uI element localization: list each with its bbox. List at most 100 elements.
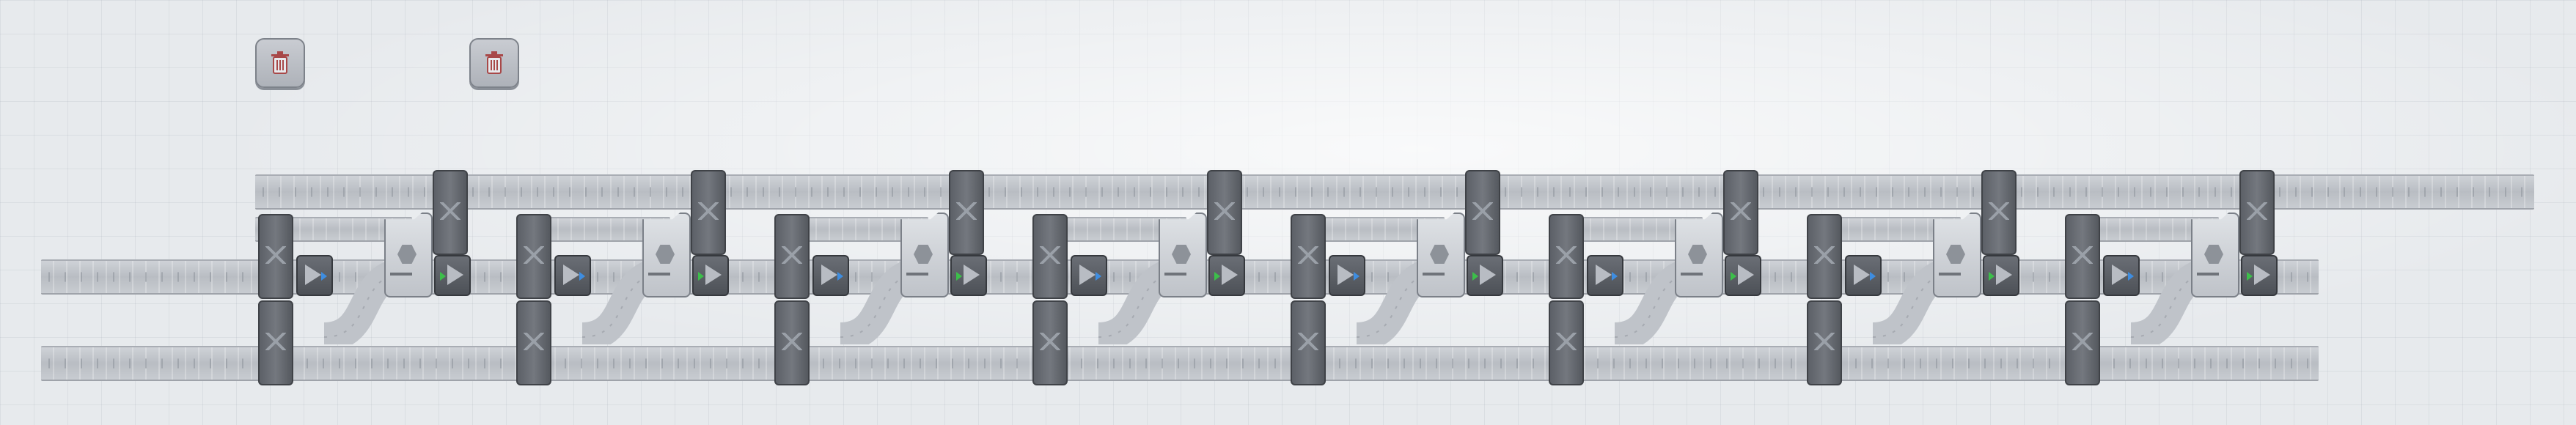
mover-blue[interactable] bbox=[1587, 255, 1623, 296]
arrow-icon bbox=[1354, 272, 1359, 281]
arrow-icon bbox=[1222, 265, 1238, 285]
crossing-pillar[interactable] bbox=[1291, 300, 1326, 385]
arrow-icon bbox=[1854, 265, 1870, 285]
mover-green[interactable] bbox=[950, 255, 987, 296]
trash-icon bbox=[485, 51, 503, 74]
pipe bbox=[1423, 273, 1445, 276]
trash-button-1[interactable] bbox=[255, 38, 305, 88]
crossing-pillar[interactable] bbox=[1807, 214, 1842, 299]
crossing-pillar[interactable] bbox=[1549, 300, 1584, 385]
processor-machine[interactable] bbox=[900, 212, 949, 298]
arrow-icon bbox=[2254, 265, 2270, 285]
mover-blue[interactable] bbox=[296, 255, 333, 296]
arrow-icon bbox=[447, 265, 463, 285]
crossing-pillar[interactable] bbox=[1465, 170, 1500, 255]
top-belt[interactable] bbox=[255, 174, 2534, 210]
arrow-icon bbox=[1472, 272, 1478, 281]
pipe bbox=[906, 273, 928, 276]
processor-machine[interactable] bbox=[384, 212, 433, 298]
arrow-icon bbox=[440, 272, 446, 281]
mover-blue[interactable] bbox=[1071, 255, 1107, 296]
crossing-pillar[interactable] bbox=[1981, 170, 2017, 255]
hexagon-icon bbox=[2204, 245, 2223, 264]
processor-machine[interactable] bbox=[1417, 212, 1465, 298]
pipe bbox=[2197, 273, 2219, 276]
crossing-pillar[interactable] bbox=[1032, 300, 1068, 385]
pipe bbox=[1164, 273, 1186, 276]
crossing-pillar[interactable] bbox=[258, 214, 293, 299]
pipe bbox=[1939, 273, 1961, 276]
arrow-icon bbox=[1596, 265, 1612, 285]
hexagon-icon bbox=[1172, 245, 1191, 264]
crossing-pillar[interactable] bbox=[691, 170, 726, 255]
processor-machine[interactable] bbox=[642, 212, 691, 298]
mover-green[interactable] bbox=[434, 255, 471, 296]
hexagon-icon bbox=[397, 245, 417, 264]
arrow-icon bbox=[1214, 272, 1220, 281]
processor-machine[interactable] bbox=[2191, 212, 2239, 298]
hexagon-icon bbox=[1946, 245, 1965, 264]
arrow-icon bbox=[964, 265, 980, 285]
arrow-icon bbox=[1079, 265, 1096, 285]
crossing-pillar[interactable] bbox=[258, 300, 293, 385]
crossing-pillar[interactable] bbox=[2065, 300, 2100, 385]
trash-icon bbox=[271, 51, 289, 74]
crossing-pillar[interactable] bbox=[516, 300, 551, 385]
arrow-icon bbox=[321, 272, 327, 281]
crossing-pillar[interactable] bbox=[2065, 214, 2100, 299]
mover-green[interactable] bbox=[2241, 255, 2278, 296]
arrow-icon bbox=[1870, 272, 1876, 281]
arrow-icon bbox=[1480, 265, 1496, 285]
mover-blue[interactable] bbox=[554, 255, 591, 296]
crossing-pillar[interactable] bbox=[1207, 170, 1242, 255]
arrow-icon bbox=[1989, 272, 1995, 281]
processor-machine[interactable] bbox=[1159, 212, 1207, 298]
pipe bbox=[390, 273, 412, 276]
mover-green[interactable] bbox=[1467, 255, 1503, 296]
crossing-pillar[interactable] bbox=[774, 300, 810, 385]
arrow-icon bbox=[821, 265, 837, 285]
crossing-pillar[interactable] bbox=[1807, 300, 1842, 385]
pipe bbox=[648, 273, 670, 276]
hexagon-icon bbox=[914, 245, 933, 264]
arrow-icon bbox=[2112, 265, 2128, 285]
arrow-icon bbox=[305, 265, 321, 285]
arrow-icon bbox=[2247, 272, 2253, 281]
arrow-icon bbox=[1731, 272, 1736, 281]
processor-machine[interactable] bbox=[1675, 212, 1723, 298]
crossing-pillar[interactable] bbox=[516, 214, 551, 299]
crossing-pillar[interactable] bbox=[1032, 214, 1068, 299]
arrow-icon bbox=[1096, 272, 1101, 281]
mover-green[interactable] bbox=[1208, 255, 1245, 296]
mover-green[interactable] bbox=[692, 255, 729, 296]
mover-green[interactable] bbox=[1725, 255, 1761, 296]
mover-blue[interactable] bbox=[1329, 255, 1365, 296]
arrow-icon bbox=[1612, 272, 1618, 281]
crossing-pillar[interactable] bbox=[1549, 214, 1584, 299]
trash-button-2[interactable] bbox=[469, 38, 519, 88]
arrow-icon bbox=[563, 265, 579, 285]
mover-blue[interactable] bbox=[812, 255, 849, 296]
hexagon-icon bbox=[1430, 245, 1449, 264]
arrow-icon bbox=[1738, 265, 1754, 285]
crossing-pillar[interactable] bbox=[1723, 170, 1758, 255]
crossing-pillar[interactable] bbox=[1291, 214, 1326, 299]
crossing-pillar[interactable] bbox=[433, 170, 468, 255]
bottom-belt[interactable] bbox=[41, 346, 2319, 381]
processor-machine[interactable] bbox=[1933, 212, 1981, 298]
mover-green[interactable] bbox=[1983, 255, 2019, 296]
arrow-icon bbox=[2128, 272, 2134, 281]
crossing-pillar[interactable] bbox=[949, 170, 984, 255]
hexagon-icon bbox=[1688, 245, 1707, 264]
pipe bbox=[1681, 273, 1703, 276]
crossing-pillar[interactable] bbox=[2239, 170, 2275, 255]
mover-blue[interactable] bbox=[1845, 255, 1882, 296]
arrow-icon bbox=[956, 272, 962, 281]
arrow-icon bbox=[698, 272, 704, 281]
crossing-pillar[interactable] bbox=[774, 214, 810, 299]
arrow-icon bbox=[579, 272, 585, 281]
arrow-icon bbox=[705, 265, 722, 285]
arrow-icon bbox=[837, 272, 843, 281]
mover-blue[interactable] bbox=[2103, 255, 2140, 296]
arrow-icon bbox=[1996, 265, 2012, 285]
